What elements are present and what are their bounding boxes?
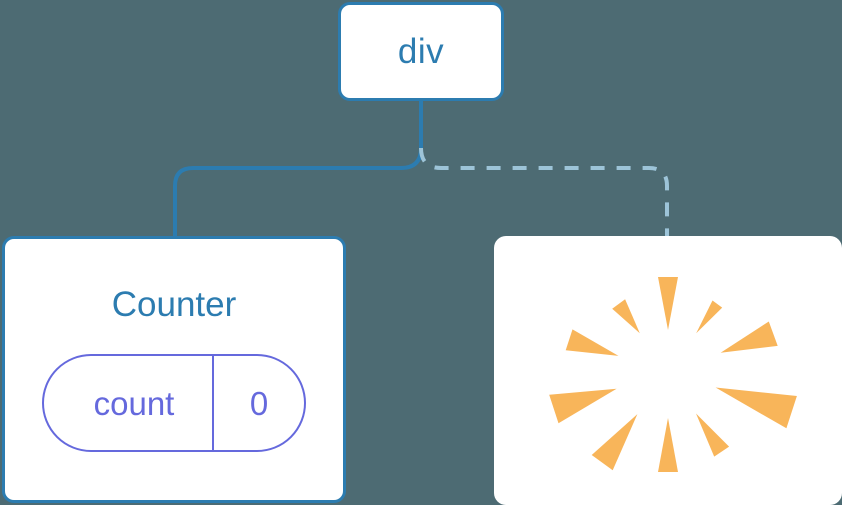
node-sparkle-burst[interactable]: [494, 236, 842, 505]
sparkle-ray-3: [720, 321, 778, 353]
node-counter[interactable]: Counter count 0: [2, 236, 346, 503]
sparkle-ray-9: [565, 329, 619, 356]
prop-key-count: count: [93, 384, 175, 422]
node-div[interactable]: div: [338, 2, 504, 101]
sparkle-ray-6: [658, 418, 678, 472]
sparkle-ray-10: [612, 299, 640, 334]
sparkle-ray-2: [696, 300, 723, 334]
sparkle-burst-icon: [549, 277, 797, 472]
edge-root-to-burst: [419, 147, 669, 238]
sparkle-ray-4: [715, 387, 797, 429]
prop-value-count: 0: [212, 356, 304, 450]
sparkle-ray-5: [696, 413, 730, 457]
sparkle-ray-1: [658, 277, 678, 330]
node-div-label: div: [397, 32, 445, 71]
sparkle-ray-8: [549, 388, 617, 424]
edge-root-to-counter: [173, 100, 423, 238]
sparkle-ray-7: [591, 414, 638, 471]
prop-pill-count[interactable]: count 0: [42, 354, 306, 452]
node-counter-label: Counter: [111, 285, 237, 324]
